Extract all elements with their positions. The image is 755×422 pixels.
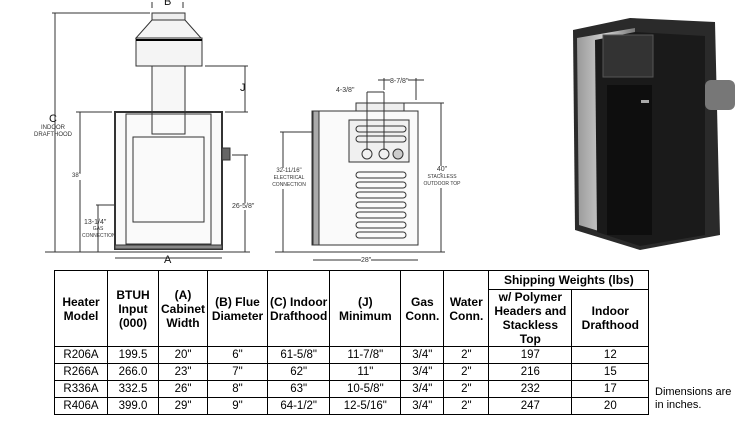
dim-c-label: C [49, 113, 57, 125]
header-model: Heater Model [54, 270, 108, 347]
header-weight-drafthood: Indoor Drafthood [571, 289, 650, 347]
table-cell: 399.0 [107, 397, 159, 415]
specifications-table: Heater Model BTUH Input (000) (A) Cabine… [54, 270, 650, 415]
dim-b-label: B [164, 0, 172, 8]
table-cell: 61-5/8" [266, 346, 331, 364]
dim-gas-label: 13-1/4" [84, 219, 107, 226]
table-cell: 197 [488, 346, 573, 364]
table-cell: R266A [54, 363, 108, 381]
dim-elec-sub: ELECTRICAL CONNECTION [272, 175, 306, 189]
dim-water-label: 26-5/8" [232, 203, 255, 210]
table-cell: 9" [207, 397, 268, 415]
table-cell: 17 [571, 380, 650, 398]
table-cell: 266.0 [107, 363, 159, 381]
table-cell: 15 [571, 363, 650, 381]
dim-gas-sub: GAS CONNECTION [82, 226, 116, 239]
header-btuh: BTUH Input (000) [107, 270, 159, 347]
header-flue-diameter: (B) Flue Diameter [207, 270, 268, 347]
table-cell: 7" [207, 363, 268, 381]
table-cell: 12-5/16" [329, 397, 402, 415]
table-cell: 3/4" [400, 397, 445, 415]
header-water-conn: Water Conn. [443, 270, 490, 347]
pool-heater-photo [573, 18, 735, 250]
dim-depth-label: 28" [361, 257, 372, 264]
dim-40-sub: STACKLESS OUTDOOR TOP [420, 174, 464, 188]
table-cell: 3/4" [400, 346, 445, 364]
table-cell: 62" [266, 363, 331, 381]
table-cell: 332.5 [107, 380, 159, 398]
table-cell: R406A [54, 397, 108, 415]
table-cell: 63" [266, 380, 331, 398]
table-cell: 2" [443, 380, 490, 398]
table-cell: 11-7/8" [329, 346, 402, 364]
table-cell: 216 [488, 363, 573, 381]
table-cell: 2" [443, 363, 490, 381]
table-cell: 2" [443, 397, 490, 415]
table-cell: 247 [488, 397, 573, 415]
side-view-drawing [275, 78, 445, 261]
dim-8-7-8-label: 8-7/8" [390, 78, 409, 85]
table-cell: 29" [158, 397, 208, 415]
table-cell: 23" [158, 363, 208, 381]
table-cell: 10-5/8" [329, 380, 402, 398]
table-cell: 64-1/2" [266, 397, 331, 415]
table-cell: 232 [488, 380, 573, 398]
header-shipping-weights: Shipping Weights (lbs) [488, 270, 650, 290]
dim-c-sub: INDOOR DRAFTHOOD [34, 125, 72, 138]
table-cell: 20" [158, 346, 208, 364]
header-weight-polymer: w/ Polymer Headers and Stackless Top [488, 289, 573, 347]
header-drafthood: (C) Indoor Drafthood [266, 270, 331, 347]
dim-j-label: J [240, 82, 246, 94]
table-cell: R336A [54, 380, 108, 398]
table-cell: 26" [158, 380, 208, 398]
table-cell: 8" [207, 380, 268, 398]
header-minimum: (J) Minimum [329, 270, 402, 347]
header-cabinet-width: (A) Cabinet Width [158, 270, 208, 347]
dim-38-label: 38" [72, 173, 81, 180]
table-cell: 3/4" [400, 380, 445, 398]
table-cell: R206A [54, 346, 108, 364]
dim-4-3-8-label: 4-3/8" [336, 87, 355, 94]
header-gas-conn: Gas Conn. [400, 270, 445, 347]
table-cell: 11" [329, 363, 402, 381]
dim-elec-label: 32-11/16" [272, 168, 306, 175]
dimensions-note: Dimensions are in inches. [655, 386, 732, 411]
front-view-drawing [45, 2, 250, 259]
dim-a-label: A [164, 254, 172, 266]
table-cell: 199.5 [107, 346, 159, 364]
table-cell: 12 [571, 346, 650, 364]
table-cell: 2" [443, 346, 490, 364]
table-cell: 6" [207, 346, 268, 364]
table-cell: 20 [571, 397, 650, 415]
table-cell: 3/4" [400, 363, 445, 381]
table-header-row: Heater Model BTUH Input (000) (A) Cabine… [54, 270, 650, 347]
dim-40-label: 40" [427, 166, 457, 173]
